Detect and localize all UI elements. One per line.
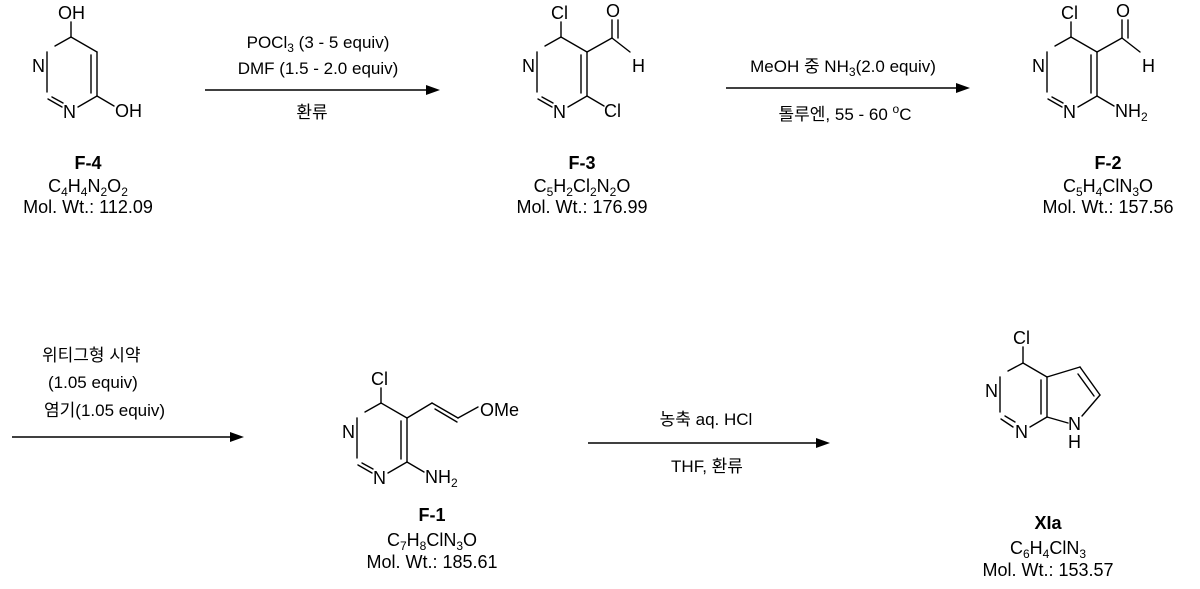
F-1-atom-N3: N <box>373 468 386 488</box>
F-3-atom-Cl-top: Cl <box>551 3 568 23</box>
XIa-mol-wt: Mol. Wt.: 153.57 <box>982 560 1113 580</box>
F-4-atom-N1: N <box>32 56 45 76</box>
reaction-1-condition: 환류 <box>296 103 327 122</box>
F-4-label: F-4 <box>75 153 102 173</box>
F-1-atom-OMe: OMe <box>480 400 519 420</box>
XIa-atom-H7: H <box>1068 432 1081 452</box>
XIa-atom-N1: N <box>985 381 998 401</box>
XIa-atom-N3: N <box>1015 422 1028 442</box>
F-1-mol-wt: Mol. Wt.: 185.61 <box>366 552 497 572</box>
F-3-formula: C5H2Cl2N2O <box>534 176 631 199</box>
F-2-mol-wt: Mol. Wt.: 157.56 <box>1042 197 1173 217</box>
F-3-label: F-3 <box>569 153 596 173</box>
F-4-mol-wt: Mol. Wt.: 112.09 <box>23 197 153 217</box>
reaction-arrow-3 <box>12 432 244 442</box>
reaction-arrow-1 <box>205 85 440 95</box>
F-1-atom-NH2: NH2 <box>425 467 458 490</box>
F-4-atom-OH-right: OH <box>115 101 142 121</box>
reaction-3-reagent: 위티그형 시약 <box>42 346 141 365</box>
reaction-4-condition: THF, 환류 <box>671 457 743 476</box>
compound-F-4-structure: N N OH OH <box>32 3 142 122</box>
reaction-arrow-4 <box>588 438 830 448</box>
reaction-arrow-2 <box>726 83 970 93</box>
reaction-4-reagent: 농축 aq. HCl <box>660 410 753 429</box>
F-4-formula: C4H4N2O2 <box>48 176 128 199</box>
compound-F-3-structure: N N Cl Cl O H <box>522 1 645 122</box>
F-2-atom-H: H <box>1142 56 1155 76</box>
reaction-3-amount: (1.05 equiv) <box>48 373 138 392</box>
reaction-2-reagent: MeOH 중 NH3(2.0 equiv) <box>750 57 936 79</box>
F-2-atom-O: O <box>1116 1 1130 21</box>
F-3-atom-O: O <box>606 1 620 21</box>
reaction-1-reagent-1: POCl3 (3 - 5 equiv) <box>247 33 390 55</box>
F-2-atom-NH2: NH2 <box>1115 101 1148 124</box>
F-1-atom-N1: N <box>342 422 355 442</box>
reaction-3-base: 염기(1.05 equiv) <box>44 401 165 420</box>
F-3-atom-Cl-right: Cl <box>604 101 621 121</box>
compound-XIa-structure: N N Cl N H <box>985 328 1100 452</box>
compound-F-2-structure: N N Cl O H NH2 <box>1032 1 1155 124</box>
F-2-formula: C5H4ClN3O <box>1063 176 1153 199</box>
F-2-atom-Cl: Cl <box>1061 3 1078 23</box>
F-2-atom-N3: N <box>1063 102 1076 122</box>
XIa-atom-N7: N <box>1068 414 1081 434</box>
XIa-formula: C6H4ClN3 <box>1010 538 1086 561</box>
F-3-atom-N3: N <box>553 102 566 122</box>
F-4-atom-N3: N <box>63 102 76 122</box>
F-3-atom-H: H <box>632 56 645 76</box>
XIa-label: XIa <box>1034 513 1062 533</box>
F-1-atom-Cl: Cl <box>371 369 388 389</box>
reaction-1-reagent-2: DMF (1.5 - 2.0 equiv) <box>238 59 399 78</box>
F-3-mol-wt: Mol. Wt.: 176.99 <box>516 197 647 217</box>
F-1-formula: C7H8ClN3O <box>387 530 477 553</box>
F-4-atom-OH-top: OH <box>58 3 85 23</box>
compound-F-1-structure: N N Cl OMe NH2 <box>342 369 519 490</box>
F-2-label: F-2 <box>1095 153 1122 173</box>
F-2-atom-N1: N <box>1032 56 1045 76</box>
F-3-atom-N1: N <box>522 56 535 76</box>
F-1-label: F-1 <box>419 505 446 525</box>
reaction-2-condition: 톨루엔, 55 - 60 oC <box>779 102 912 124</box>
XIa-atom-Cl: Cl <box>1013 328 1030 348</box>
